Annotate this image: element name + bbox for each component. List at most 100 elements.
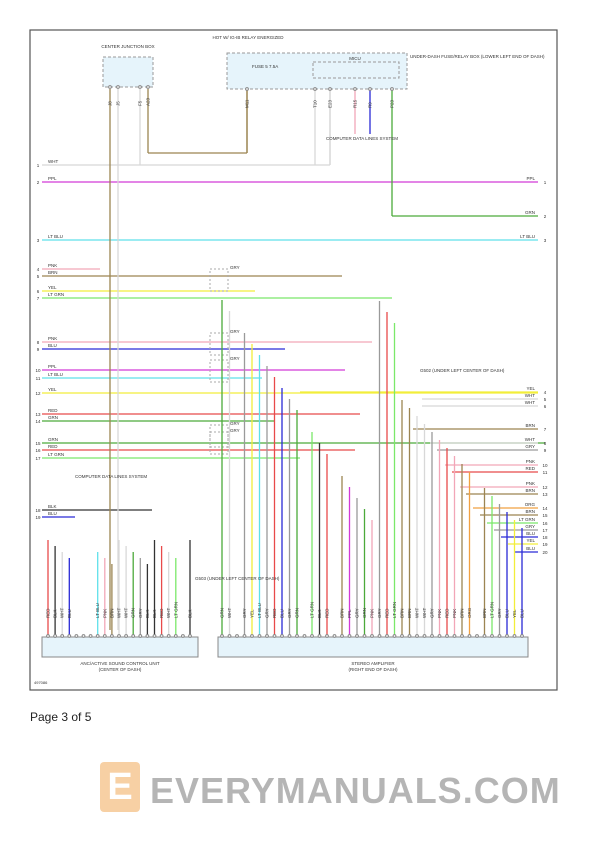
anc-pin: [81, 634, 86, 638]
anc-pin-label: GRY: [138, 608, 143, 618]
amp-pin-label: RED: [385, 608, 390, 618]
right-row-number: 7: [544, 427, 547, 432]
anc-pin: [74, 634, 79, 638]
amp-pin-label: PNK: [437, 609, 442, 618]
junction-pin: [138, 85, 142, 89]
amp-pin-label: PPL: [347, 609, 352, 618]
right-row-wire-label: YEL: [526, 386, 535, 391]
right-row-wire-label: BRN: [525, 423, 535, 428]
amp-pin: [445, 634, 449, 638]
amp-pin: [287, 634, 292, 638]
right-row-wire-label: GRN: [525, 210, 535, 215]
right-row-number: 20: [542, 550, 548, 555]
left-row-wire-label: LT BLU: [48, 234, 63, 239]
anc-pin: [46, 634, 50, 638]
right-row-number: 5: [544, 397, 547, 402]
shield-label: GRY: [230, 421, 240, 426]
micu-pin: [368, 87, 372, 91]
left-row-number: 2: [37, 180, 40, 185]
right-row-number: 16: [542, 521, 548, 526]
amp-pin: [332, 634, 337, 638]
amp-pin-label: GRN: [220, 608, 225, 618]
right-row-wire-label: GRY: [525, 524, 535, 529]
amp-pin-label: LT GRN: [310, 602, 315, 618]
junction-pin: [146, 85, 150, 89]
watermark-logo: E: [100, 762, 140, 812]
left-row-number: 4: [37, 267, 40, 272]
anc-pin: [181, 634, 185, 638]
anc-pin: [188, 634, 192, 638]
amp-pin: [497, 634, 502, 638]
anc-unit-box: [41, 636, 199, 658]
anc-pin: [67, 634, 72, 638]
shield-label: GRY: [230, 265, 240, 270]
amp-pin-label: BRN: [482, 608, 487, 618]
right-row-wire-label: LT BLU: [520, 234, 535, 239]
twisted-pair-shield: [209, 424, 229, 448]
junction-pin-label: J8: [108, 101, 113, 106]
left-row-number: 3: [37, 238, 40, 243]
right-row-wire-label: PNK: [526, 481, 535, 486]
amp-pin-label: GRY: [287, 608, 292, 618]
shield-label: GRY: [230, 428, 240, 433]
amp-pin-label: GRY: [355, 608, 360, 618]
anc-pin-label: BLK: [53, 609, 58, 618]
left-row-number: 14: [35, 419, 41, 424]
amp-pin-label: WHT: [422, 608, 427, 618]
amp-pin: [400, 634, 404, 638]
amp-pin-label: BRN: [460, 608, 465, 618]
amp-pin: [302, 634, 307, 638]
amp-label: STEREO AMPLIFIER: [351, 661, 395, 666]
left-row-number: 10: [35, 368, 41, 373]
anc-pin-label: RED: [159, 608, 164, 618]
anc-pin-label: BLK: [188, 609, 193, 618]
left-row-wire-label: LT GRN: [48, 292, 64, 297]
anc-pin: [131, 634, 136, 638]
amp-pin-label: GRY: [430, 608, 435, 618]
anc-pin: [102, 634, 107, 638]
twisted-pair-shield: [209, 431, 229, 455]
micu-pin-label: R15: [353, 99, 358, 108]
right-row-number: 12: [542, 485, 548, 490]
amp-pin: [257, 634, 262, 638]
amp-pin-label: ORG: [467, 607, 472, 618]
left-row-wire-label: GRN: [48, 437, 58, 442]
amp-pin-label: BRN: [407, 608, 412, 618]
left-row-wire-label: PNK: [48, 263, 57, 268]
left-row-wire-label: RED: [48, 444, 58, 449]
amp-pin-label: YEL: [512, 609, 517, 618]
left-row-number: 1: [37, 163, 40, 168]
left-row-number: 8: [37, 340, 40, 345]
junction-pin: [108, 85, 112, 89]
micu-label: MICU: [349, 56, 361, 61]
right-row-number: 10: [542, 463, 548, 468]
left-row-wire-label: LT GRN: [48, 452, 64, 457]
amp-pin: [227, 634, 232, 638]
amp-pin: [520, 634, 524, 638]
anc-pin: [145, 634, 150, 638]
left-row-wire-label: PPL: [48, 364, 57, 369]
shield-label: GRY: [230, 329, 240, 334]
diagram-border: [29, 29, 558, 691]
amp-pin: [430, 634, 434, 638]
amp-pin-label: LT BLU: [257, 603, 262, 618]
left-row-wire-label: YEL: [48, 387, 57, 392]
amp-pin: [475, 634, 479, 638]
left-row-number: 13: [35, 412, 41, 417]
under-dash-fuse-box: [226, 52, 408, 90]
right-row-number: 14: [542, 506, 548, 511]
right-row-wire-label: BRN: [525, 509, 535, 514]
amp-pin: [347, 634, 352, 638]
anc-pin: [60, 634, 65, 638]
anc-pin-label: BLK: [145, 609, 150, 618]
amp-pin-label: BLU: [505, 609, 510, 618]
left-row-wire-label: YEL: [48, 285, 57, 290]
right-row-number: 17: [542, 528, 548, 533]
amp-pin: [407, 634, 412, 638]
right-row-wire-label: PPL: [526, 176, 535, 181]
amp-pin: [422, 634, 427, 638]
amp-pin-label: RED: [445, 608, 450, 618]
data-lines-label-2: COMPUTER DATA LINES SYSTEM: [75, 474, 147, 479]
left-row-wire-label: WHT: [48, 159, 58, 164]
anc-pin-label: LT GRN: [173, 602, 178, 618]
